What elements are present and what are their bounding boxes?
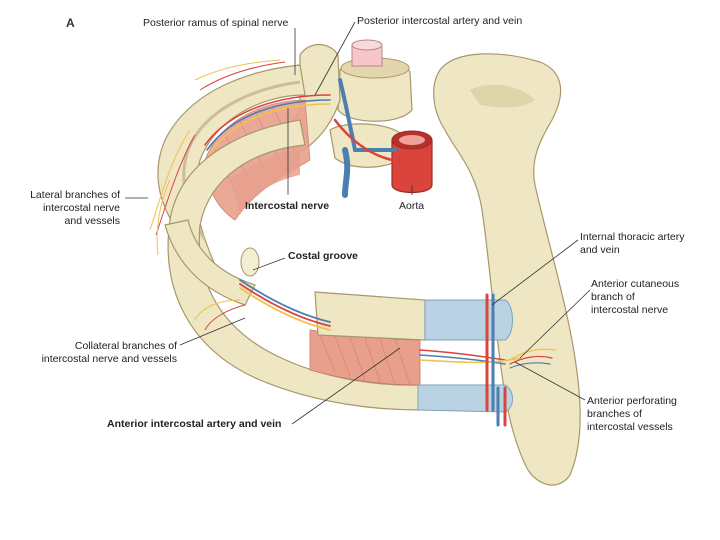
label-anterior-perforating-line3: intercostal vessels: [587, 421, 673, 433]
label-intercostal-nerve: Intercostal nerve: [245, 200, 329, 212]
panel-letter: A: [66, 16, 75, 30]
lateral-branches: [149, 59, 286, 331]
label-internal-thoracic-line2: and vein: [580, 244, 620, 256]
label-lateral-branches-line1: Lateral branches of: [30, 189, 120, 201]
label-lateral-branches-line3: and vessels: [65, 215, 120, 227]
label-costal-groove: Costal groove: [288, 250, 358, 262]
label-lateral-branches-line2: intercostal nerve: [43, 202, 120, 214]
middle-rib: [314, 291, 426, 341]
leader-lines: [125, 21, 591, 425]
intercostal-muscle-lateral: [230, 150, 300, 215]
label-collateral-line2: intercostal nerve and vessels: [42, 353, 177, 365]
label-posterior-intercostal: Posterior intercostal artery and vein: [357, 15, 522, 27]
label-aorta: Aorta: [399, 200, 424, 212]
muscle-striations-anterior: [319, 334, 411, 386]
vessels: [204, 78, 556, 427]
costal-cartilage-upper: [424, 299, 513, 341]
label-anterior-cutaneous-line2: branch of: [591, 291, 635, 303]
label-anterior-perforating-line2: branches of: [587, 408, 642, 420]
spinal-cord-top: [351, 39, 383, 51]
label-anterior-perforating-line1: Anterior perforating: [587, 395, 677, 407]
label-collateral-line1: Collateral branches of: [75, 340, 177, 352]
aorta-inner: [399, 135, 425, 145]
label-anterior-cutaneous-line3: intercostal nerve: [591, 304, 668, 316]
sternum-shadow: [470, 84, 535, 108]
aorta: [391, 139, 433, 194]
rib-cut-surface: [240, 247, 260, 277]
label-anterior-intercostal: Anterior intercostal artery and vein: [107, 418, 281, 430]
label-internal-thoracic-line1: Internal thoracic artery: [580, 231, 685, 243]
label-posterior-ramus: Posterior ramus of spinal nerve: [143, 17, 288, 29]
sternum: [433, 53, 581, 486]
label-anterior-cutaneous-line1: Anterior cutaneous: [591, 278, 679, 290]
